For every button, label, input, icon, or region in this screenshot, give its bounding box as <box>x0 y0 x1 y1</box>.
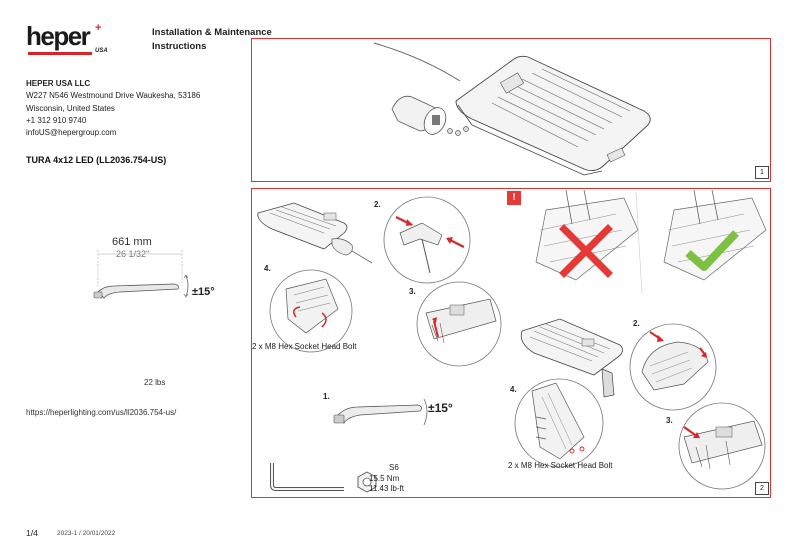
product-weight: 22 lbs <box>144 378 166 387</box>
length-mm: 661 mm <box>112 236 152 248</box>
document-title-line1: Installation & Maintenance <box>152 27 272 38</box>
tilt-angle-panel: ±15° <box>428 401 453 415</box>
detail-circle-4b <box>514 378 604 468</box>
heper-logo: heper + USA <box>26 21 108 56</box>
fixture-side-view <box>93 250 189 299</box>
company-address2: Wisconsin, United States <box>26 103 115 113</box>
wrong-cross-icon <box>559 224 613 278</box>
bolt-label-left: 2 x M8 Hex Socket Head Bolt <box>252 342 357 351</box>
product-url[interactable]: https://heperlighting.com/us/ll2036.754-… <box>26 408 177 417</box>
torque-lbft: 11.43 lb-ft <box>369 484 404 493</box>
product-name: TURA 4x12 LED (LL2036.754-US) <box>26 155 167 165</box>
fixture-right-view <box>520 318 623 398</box>
step-2a: 2. <box>374 200 381 209</box>
bolt-label-right: 2 x M8 Hex Socket Head Bolt <box>508 461 613 470</box>
torque-size: S6 <box>389 463 399 472</box>
company-name: HEPER USA LLC <box>26 79 91 88</box>
fixture-with-adapter <box>257 202 373 264</box>
detail-circle-3b <box>678 402 766 490</box>
document-version: 2023-1 / 20/01/2022 <box>57 530 116 537</box>
panel-2: 2. 4. 3. 2 x M8 Hex Socket Head Bolt 1. … <box>251 188 771 498</box>
fixture-tilt-view <box>333 398 428 426</box>
detail-circle-2a <box>383 196 471 284</box>
detail-circle-4a <box>269 269 353 353</box>
detail-circle-3a <box>416 281 502 367</box>
hex-key-icon <box>270 463 344 491</box>
step-1: 1. <box>323 392 330 401</box>
page-number: 1/4 <box>26 528 38 538</box>
hex-bolt-icon <box>357 471 377 493</box>
brand-suffix: USA <box>95 48 108 54</box>
panel-2-number: 2 <box>755 482 769 495</box>
brand-name: heper <box>26 21 91 51</box>
company-email: infoUS@hepergroup.com <box>26 128 117 138</box>
step-3b: 3. <box>666 416 673 425</box>
panel-1-number: 1 <box>755 166 769 179</box>
company-address1: W227 N546 Westmound Drive Waukesha, 5318… <box>26 91 201 101</box>
step-4b: 4. <box>510 385 517 394</box>
correct-check-icon <box>685 230 739 271</box>
detail-circle-2b <box>629 323 717 411</box>
company-block: HEPER USA LLC W227 N546 Westmound Drive … <box>26 78 200 139</box>
brand-plus-mark: + <box>95 22 102 34</box>
torque-nm: 15.5 Nm <box>369 473 400 483</box>
step-3a: 3. <box>409 287 416 296</box>
torque-spec: S6 15.5 Nm 11.43 lb-ft <box>369 463 404 495</box>
brand-underline <box>28 52 92 55</box>
document-title-line2: Instructions <box>152 41 207 52</box>
panel-1: 1 <box>251 38 771 182</box>
step-2b: 2. <box>633 319 640 328</box>
company-phone: +1 312 910 9740 <box>26 115 87 125</box>
step-4a: 4. <box>264 264 271 273</box>
tilt-angle: ±15° <box>192 286 215 298</box>
document-title: Installation & Maintenance Instructions <box>152 26 292 54</box>
warning-icon: ! <box>507 191 521 205</box>
panel-1-illustration <box>373 42 651 176</box>
